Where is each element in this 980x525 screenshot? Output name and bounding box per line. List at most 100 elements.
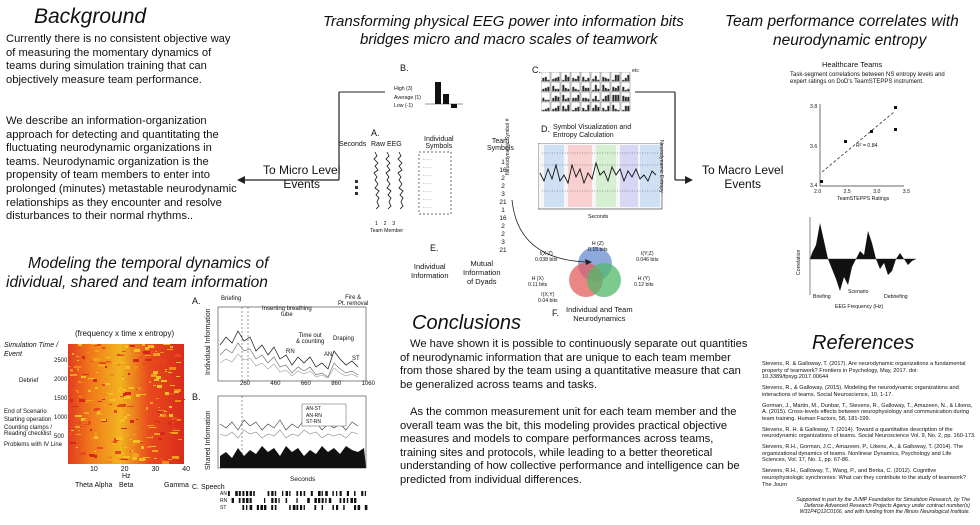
heatmap-cell [77, 360, 79, 361]
heatmap-cell [130, 439, 132, 440]
heatmap-cell [147, 446, 151, 448]
team-member-label: Team Member [370, 228, 404, 234]
symbol-grid-bar [604, 109, 607, 112]
heatmap-cell [145, 347, 149, 350]
heatmap-cell [172, 458, 176, 459]
band-gamma: Gamma [164, 482, 189, 489]
symbol-grid-bar [584, 109, 587, 112]
symbol-grid-bar [594, 95, 597, 102]
symbol-grid-bar [587, 104, 590, 112]
modeling-title-line-2: idividual, shared and team information [6, 274, 268, 291]
speech-tick [274, 505, 277, 510]
symbol-grid-bar [607, 94, 610, 102]
team-symbol-value: 3 [501, 239, 505, 246]
flow-arrow-to-venn [511, 200, 592, 265]
symbol-grid-bar [574, 78, 577, 82]
symbol-grid-bar [587, 87, 590, 92]
heatmap-cell [147, 425, 154, 426]
heatmap-cell [85, 400, 88, 401]
shared-information-plot [217, 395, 367, 469]
heatmap-cell [127, 414, 130, 416]
speech-tick [260, 505, 264, 510]
panel-a-label: A. [192, 296, 201, 306]
speech-tick [300, 491, 302, 496]
heatmap-cell [154, 421, 160, 422]
symbol-grid-bar [577, 75, 580, 82]
references-title: References [812, 332, 915, 354]
scatter-plot [819, 104, 904, 187]
symbol-grid-bar [557, 105, 560, 112]
heatmap-cell [128, 387, 134, 389]
reference-item: Stevens, R., & Galloway, (2015). Modelin… [762, 385, 959, 398]
heatmap-cell [124, 433, 129, 436]
heatmap-cell [98, 401, 102, 402]
heatmap-cell [108, 456, 112, 459]
heatmap-cell [99, 362, 106, 364]
symbol-grid-bar [584, 97, 587, 102]
heatmap-cell [77, 391, 79, 393]
speech-tick [361, 491, 364, 496]
heatmap-cell [133, 440, 140, 443]
heatmap-cell [78, 344, 82, 346]
heatmap-cell [126, 387, 129, 388]
correlation-plot [809, 217, 916, 295]
heatmap-cell [80, 426, 86, 427]
heatmap-cell [89, 454, 95, 456]
scatter-y-tick: 3.6 [810, 144, 818, 150]
symbol-grid-bar [617, 74, 620, 82]
heatmap-cell [125, 366, 130, 369]
symbol-grid-bar [602, 98, 605, 102]
symbol-grid-bar [594, 104, 597, 112]
speech-tick [249, 498, 252, 503]
heatmap-cell [148, 345, 154, 348]
heatmap-cell [96, 372, 98, 373]
svg-text:- - - -: - - - - [423, 172, 432, 177]
support-note: Supported in part by the JUMP Foundation… [796, 497, 970, 516]
symbol-grid-bar [587, 77, 590, 82]
heatmap-cell [149, 381, 151, 383]
heatmap-cell [156, 376, 161, 379]
heatmap-cell [102, 394, 109, 396]
speech-tick [231, 498, 234, 503]
symbol-grid-bar [627, 105, 630, 112]
heatmap-cell [178, 420, 183, 423]
speech-tick [346, 498, 349, 503]
heatmap-cell [70, 399, 73, 402]
heatmap-cell [139, 357, 142, 358]
heatmap-cell [123, 393, 126, 396]
symbol-grid-bar [584, 79, 587, 82]
low-label: Low (-1) [394, 103, 414, 109]
symbol-grid-bar [582, 97, 585, 102]
team-perf-title-line-2: neurodynamic entropy [773, 32, 927, 49]
symbol-grid-bar [604, 77, 607, 82]
heatmap-cell [165, 370, 169, 371]
speech-tick [332, 491, 334, 496]
symbol-grid-bar [552, 78, 555, 82]
symbol-grid [541, 72, 631, 112]
symbol-grid-bar [544, 99, 547, 102]
heatmap-cell [117, 364, 121, 366]
svg-text:- - - -: - - - - [423, 188, 432, 193]
heatmap-cell [91, 344, 97, 345]
symbol-grid-bar [604, 87, 607, 92]
heatmap-cell [112, 443, 114, 444]
correlation-axis-label: Correlation [796, 249, 802, 275]
symbol-grid-bar [542, 97, 545, 102]
team-symbol-value: 2 [501, 231, 505, 238]
heatmap-cell [104, 404, 106, 406]
heatmap-cell [123, 404, 125, 405]
speech-tick [350, 498, 354, 503]
references-list: Stevens, R. & Galloway, T. (2017). Are n… [762, 361, 976, 492]
heatmap-cell [95, 433, 97, 434]
individual-symbols-label: Individual Symbols [424, 136, 454, 150]
heatmap-cell [163, 344, 170, 345]
heatmap-cell [120, 387, 122, 389]
heatmap-cell [172, 422, 174, 424]
x-tick: 260 [240, 381, 251, 387]
symbol-grid-bar [592, 98, 595, 102]
heatmap-x-tick: 30 [151, 466, 160, 473]
heatmap-cell [70, 374, 77, 376]
diagram-frame [237, 91, 693, 184]
heatmap-cell [139, 458, 145, 461]
heatmap-cell [143, 457, 150, 458]
